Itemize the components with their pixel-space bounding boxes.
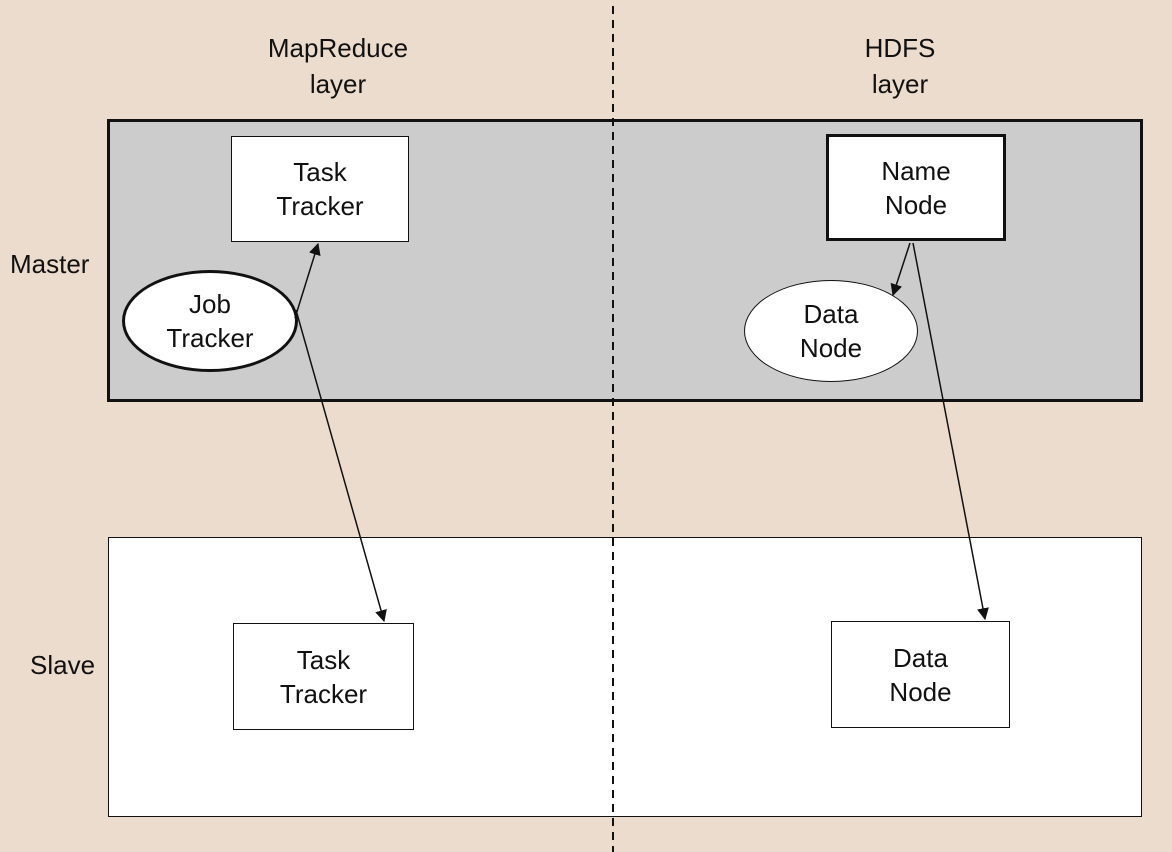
name-node-line1: Name <box>881 155 951 186</box>
slave-task-tracker-box: Task Tracker <box>233 623 414 730</box>
slave-task-tracker-label: Task Tracker <box>259 643 389 711</box>
job-tracker-to-slave-task-tracker-arrow <box>295 309 387 623</box>
slave-task-tracker-line2: Tracker <box>279 678 368 709</box>
slave-data-node-line1: Data <box>893 642 948 673</box>
master-data-node-line2: Node <box>799 333 863 363</box>
master-data-node-line1: Data <box>803 299 859 329</box>
slave-data-node-box: Data Node <box>831 621 1010 728</box>
name-node-to-data-node-arrow <box>890 242 911 297</box>
slave-row-label: Slave <box>30 650 96 680</box>
name-node-label: Name Node <box>851 154 981 222</box>
master-task-tracker-line1: Task <box>293 157 347 187</box>
job-tracker-line1: Job <box>189 289 231 319</box>
name-node-box: Name Node <box>826 134 1006 241</box>
mapreduce-layer-title: MapReduce layer <box>208 30 468 102</box>
job-tracker-oval: Job Tracker <box>122 270 298 372</box>
job-tracker-line2: Tracker <box>166 323 254 353</box>
slave-task-tracker-line1: Task <box>296 644 351 675</box>
master-task-tracker-box: Task Tracker <box>231 136 409 242</box>
hdfs-layer-title: HDFS layer <box>770 30 1030 102</box>
hdfs-layer-title-line1: HDFS <box>864 33 936 63</box>
master-data-node-oval: Data Node <box>744 280 918 382</box>
job-tracker-to-task-tracker-arrow <box>294 242 321 319</box>
hdfs-layer-title-line2: layer <box>871 69 929 99</box>
master-row-label: Master <box>10 249 90 279</box>
master-data-node-label: Data Node <box>766 297 896 365</box>
master-task-tracker-label: Task Tracker <box>255 155 385 223</box>
mapreduce-layer-title-line1: MapReduce <box>267 33 409 63</box>
name-node-to-slave-data-node-arrow <box>912 242 989 621</box>
name-node-line2: Node <box>884 189 948 220</box>
slave-data-node-line2: Node <box>889 676 952 707</box>
master-task-tracker-line2: Tracker <box>276 191 364 221</box>
job-tracker-label: Job Tracker <box>145 287 275 355</box>
slave-data-node-label: Data Node <box>856 641 986 709</box>
mapreduce-layer-title-line2: layer <box>309 69 367 99</box>
